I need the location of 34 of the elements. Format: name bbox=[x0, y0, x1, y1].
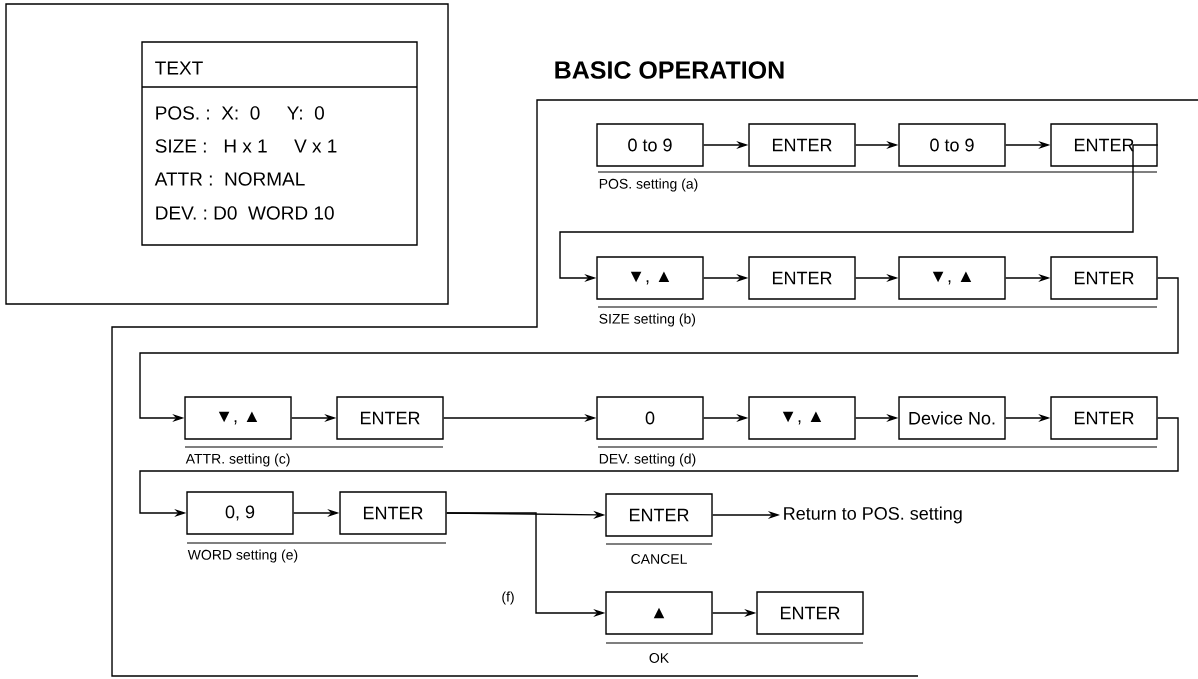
setting-line: POS. : X: 0 Y: 0 bbox=[156, 106, 324, 120]
key-box: Device No. bbox=[898, 396, 1006, 440]
key-box: ENTER bbox=[748, 256, 856, 300]
caption: DEV. setting (d) bbox=[599, 453, 696, 467]
key-box: ENTER bbox=[756, 591, 864, 635]
key-box: ENTER bbox=[1050, 396, 1158, 440]
key-box: ▼, ▲ bbox=[748, 396, 856, 440]
setting-line: DEV. : D0 WORD 10 bbox=[156, 206, 334, 220]
setting-line: ATTR : NORMAL bbox=[154, 172, 305, 186]
key-box: 0 bbox=[596, 396, 704, 440]
key-box: ENTER bbox=[336, 396, 444, 440]
caption: ATTR. setting (c) bbox=[185, 453, 290, 467]
key-box: ENTER bbox=[748, 123, 856, 167]
branch-label: (f) bbox=[502, 591, 514, 605]
caption: OK bbox=[649, 653, 669, 663]
display-panel bbox=[141, 41, 418, 246]
key-box: ▼, ▲ bbox=[184, 396, 292, 440]
panel-heading: TEXT bbox=[155, 61, 203, 75]
key-box: 0, 9 bbox=[186, 491, 294, 535]
key-box: 0 to 9 bbox=[898, 123, 1006, 167]
key-box: ENTER bbox=[1050, 256, 1158, 300]
key-box: ▼, ▲ bbox=[596, 256, 704, 300]
result-text: Return to POS. setting bbox=[784, 506, 962, 524]
setting-line: SIZE : H x 1 V x 1 bbox=[155, 139, 337, 153]
key-box: ENTER bbox=[1050, 123, 1158, 167]
key-box: ▼, ▲ bbox=[898, 256, 1006, 300]
caption: WORD setting (e) bbox=[187, 549, 298, 563]
caption: CANCEL bbox=[631, 554, 687, 564]
key-box: ENTER bbox=[339, 491, 447, 535]
caption: SIZE setting (b) bbox=[599, 313, 696, 327]
key-box: ▲ bbox=[605, 591, 713, 635]
title: BASIC OPERATION bbox=[555, 61, 784, 79]
key-box: ENTER bbox=[605, 493, 713, 537]
key-box: 0 to 9 bbox=[596, 123, 704, 167]
